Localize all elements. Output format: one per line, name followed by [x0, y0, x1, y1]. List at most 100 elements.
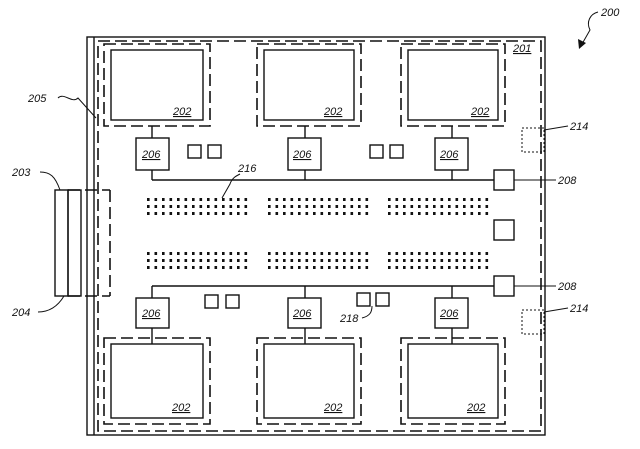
pin	[283, 198, 286, 201]
pin	[358, 252, 361, 255]
pin	[313, 198, 316, 201]
pin	[283, 266, 286, 269]
pin	[328, 259, 331, 262]
pin	[425, 266, 429, 269]
pin	[268, 205, 271, 208]
label-202: 202	[466, 402, 485, 414]
pin	[177, 259, 180, 262]
leader-214	[543, 307, 569, 313]
pin	[425, 205, 429, 208]
pin	[388, 266, 391, 269]
pin	[403, 259, 406, 262]
pin	[478, 205, 481, 208]
label-206: 206	[141, 308, 161, 320]
pin	[358, 198, 361, 201]
pin	[207, 266, 210, 269]
pin	[335, 212, 339, 215]
pin	[169, 205, 173, 208]
pin	[162, 259, 165, 262]
pin	[485, 198, 489, 201]
label-208: 208	[557, 175, 577, 187]
pin	[328, 212, 331, 215]
pin	[365, 198, 369, 201]
pin	[199, 266, 203, 269]
component-middle	[493, 219, 515, 241]
pin	[478, 259, 481, 262]
pin	[229, 266, 233, 269]
pin	[358, 266, 361, 269]
pin	[478, 252, 481, 255]
pin	[403, 252, 406, 255]
pin	[229, 259, 233, 262]
pin	[440, 198, 444, 201]
leader-203	[39, 171, 61, 191]
pin	[403, 212, 406, 215]
pin	[395, 266, 399, 269]
pin	[275, 266, 279, 269]
pin	[199, 198, 203, 201]
pin	[418, 212, 421, 215]
pin	[298, 266, 301, 269]
module-top-left: 202	[103, 43, 211, 127]
pin	[410, 259, 414, 262]
label-204: 204	[11, 307, 30, 319]
pin	[184, 212, 188, 215]
pin	[214, 252, 218, 255]
component-208-bottom	[493, 275, 515, 297]
pin	[283, 205, 286, 208]
pin	[199, 205, 203, 208]
pin	[485, 266, 489, 269]
pin	[199, 252, 203, 255]
pin	[184, 259, 188, 262]
pin	[433, 252, 436, 255]
small-square	[369, 144, 384, 159]
pin	[237, 205, 240, 208]
controller-top-center: 206	[287, 137, 322, 171]
pin	[184, 205, 188, 208]
pin	[470, 205, 474, 208]
small-square	[204, 294, 219, 309]
label-202: 202	[323, 106, 342, 118]
pin	[244, 252, 248, 255]
pin	[343, 259, 346, 262]
pin	[463, 212, 466, 215]
pin	[154, 205, 158, 208]
pin	[470, 259, 474, 262]
pin	[350, 212, 354, 215]
pin	[192, 266, 195, 269]
pin	[207, 252, 210, 255]
pin	[448, 259, 451, 262]
pin	[485, 259, 489, 262]
pin	[169, 198, 173, 201]
pin	[440, 212, 444, 215]
controller-bottom-center: 206	[287, 297, 322, 329]
pin	[433, 198, 436, 201]
pin	[358, 205, 361, 208]
pin	[388, 198, 391, 201]
pin	[350, 259, 354, 262]
pin	[410, 198, 414, 201]
pin	[455, 205, 459, 208]
pin	[283, 259, 286, 262]
leader-205	[57, 95, 97, 119]
pin	[305, 212, 309, 215]
leader-216	[221, 173, 241, 199]
pin	[177, 212, 180, 215]
pin	[268, 266, 271, 269]
pin	[388, 212, 391, 215]
pin	[448, 252, 451, 255]
label-202: 202	[470, 106, 489, 118]
pin	[418, 266, 421, 269]
pin	[335, 259, 339, 262]
pin	[222, 198, 225, 201]
pin	[290, 252, 294, 255]
controller-top-left: 206	[135, 137, 170, 171]
pin	[440, 266, 444, 269]
label-206: 206	[439, 149, 459, 161]
pin	[463, 252, 466, 255]
pin	[448, 198, 451, 201]
pin	[275, 259, 279, 262]
pin	[154, 259, 158, 262]
pin	[214, 198, 218, 201]
pin	[298, 212, 301, 215]
